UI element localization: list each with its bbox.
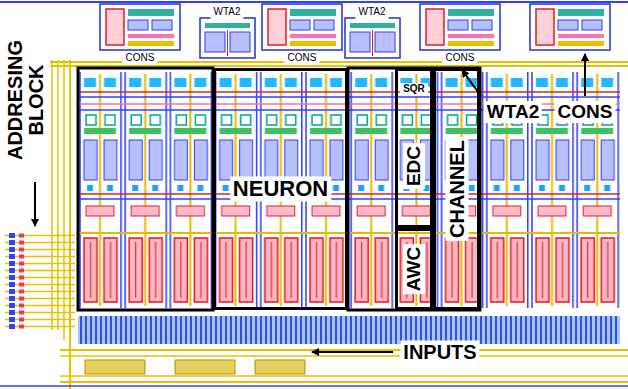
text-holder: WTA2 — [484, 101, 542, 123]
text-holder: CONS — [285, 47, 320, 65]
sub-block-label: SQR — [400, 83, 428, 96]
block-label: EDC — [403, 143, 425, 189]
block-label: ADDRESING BLOCK — [4, 25, 48, 175]
text-holder: CONS — [443, 47, 478, 65]
callout-label: WTA2 — [484, 101, 542, 123]
callout-label: CONS — [555, 101, 616, 123]
text-holder: INPUTS — [400, 341, 479, 364]
cell-label: WTA2 — [355, 6, 388, 19]
cell-label: CONS — [443, 52, 478, 65]
text-holder: CONS — [555, 101, 616, 123]
text-holder: AWC — [403, 244, 425, 294]
layout-block: CHANNEL — [433, 68, 480, 310]
text-holder: SQR — [400, 78, 428, 96]
leader-arrow — [34, 182, 36, 226]
text-holder: ADDRESING BLOCK — [4, 25, 48, 175]
layout-block: NEURON — [213, 68, 348, 310]
block-label: AWC — [403, 244, 425, 294]
text-holder: NEURON — [230, 176, 331, 201]
layout-block: SQR EDC — [395, 68, 433, 228]
layout-block: AWC — [395, 228, 433, 310]
text-holder: CHANNEL — [445, 137, 468, 241]
block-label: NEURON — [230, 176, 331, 201]
cell-label: CONS — [285, 52, 320, 65]
text-holder: CONS — [123, 47, 158, 65]
cell-label: WTA2 — [210, 6, 243, 19]
cell-label: CONS — [123, 52, 158, 65]
leader-arrow — [312, 351, 393, 353]
text-holder: WTA2 — [355, 1, 388, 19]
block-label: CHANNEL — [445, 137, 468, 241]
callout-label: INPUTS — [400, 341, 479, 364]
leader-arrow — [584, 54, 586, 96]
text-holder: EDC — [403, 143, 425, 189]
text-holder: WTA2 — [210, 1, 243, 19]
